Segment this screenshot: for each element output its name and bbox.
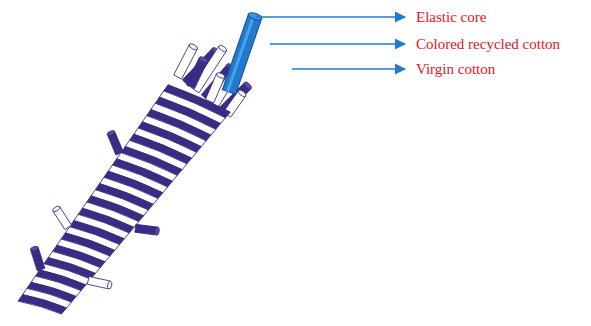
- fibre-tip: [216, 72, 226, 80]
- fibre-tip: [237, 89, 247, 98]
- stray-fibre: [135, 224, 160, 235]
- yarn-drawing: [0, 11, 274, 326]
- fibre-tip: [107, 130, 116, 137]
- fibre-tip: [30, 246, 39, 252]
- elastic-core: [222, 11, 262, 94]
- fibre-tip: [155, 227, 160, 235]
- stray-fibre: [30, 246, 45, 271]
- part-label: Elastic core: [416, 8, 486, 26]
- fibre: [135, 224, 158, 235]
- fibre-tip: [188, 43, 198, 51]
- stray-fibre: [52, 205, 72, 230]
- stray-fibre: [107, 130, 124, 155]
- leader-arrow: [256, 16, 405, 18]
- part-label: Colored recycled cotton: [416, 35, 560, 53]
- leader-arrow: [270, 43, 405, 45]
- fibre-tip: [243, 81, 252, 90]
- fibre-tip: [198, 56, 208, 64]
- leader-arrow: [292, 68, 405, 70]
- helical-bands: [9, 72, 231, 326]
- fibre-tip: [52, 205, 61, 213]
- recycled-fibre-band: [18, 282, 67, 326]
- core-rod: [222, 14, 261, 94]
- stray-fibre: [87, 276, 112, 289]
- fibre-tip: [218, 44, 228, 53]
- fibre-end: [205, 72, 225, 103]
- fibre: [87, 276, 110, 289]
- core-highlight: [226, 15, 255, 92]
- part-label: Virgin cotton: [416, 60, 495, 78]
- fibre-end: [186, 56, 208, 89]
- fibre-tip: [107, 281, 113, 290]
